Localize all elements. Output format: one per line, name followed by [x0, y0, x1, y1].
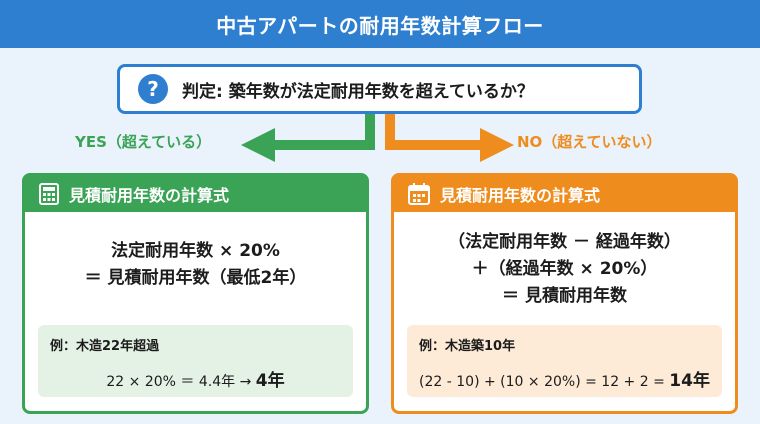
yes-arrow	[275, 114, 375, 150]
yes-formula-line: ＝ 見積耐用年数（最低2年）	[84, 268, 307, 288]
no-arrow	[385, 114, 480, 150]
no-example-result: 14年	[669, 371, 710, 391]
yes-example-title: 例：木造22年超過	[50, 339, 160, 354]
yes-formula: 法定耐用年数 × 20% ＝ 見積耐用年数（最低2年）	[25, 238, 366, 292]
no-example-expression: (22 - 10) + (10 × 20%) = 12 + 2 =	[419, 374, 670, 390]
yes-formula-line: 法定耐用年数 × 20%	[111, 241, 280, 261]
no-formula-box: 見積耐用年数の計算式 （法定耐用年数 － 経過年数） ＋（経過年数 × 20%）…	[391, 173, 738, 414]
no-example-title: 例：木造築10年	[419, 339, 516, 354]
calendar-icon	[408, 183, 430, 205]
decision-box: ? 判定: 築年数が法定耐用年数を超えているか？	[117, 64, 642, 114]
page-title-text: 中古アパートの耐用年数計算フロー	[216, 13, 544, 38]
question-mark-icon: ?	[138, 74, 168, 104]
no-formula: （法定耐用年数 － 経過年数） ＋（経過年数 × 20%） ＝ 見積耐用年数	[394, 229, 735, 310]
no-example: 例：木造築10年 (22 - 10) + (10 × 20%) = 12 + 2…	[407, 325, 722, 397]
no-formula-line: ＋（経過年数 × 20%）	[471, 259, 658, 279]
yes-example-expression: 22 × 20% ＝ 4.4年 →	[106, 374, 256, 390]
yes-example-calc: 22 × 20% ＝ 4.4年 → 4年	[50, 366, 341, 391]
yes-example: 例：木造22年超過 22 × 20% ＝ 4.4年 → 4年	[38, 325, 353, 397]
no-formula-line: （法定耐用年数 － 経過年数）	[448, 232, 681, 252]
no-example-calc: (22 - 10) + (10 × 20%) = 12 + 2 = 14年	[419, 366, 710, 391]
no-box-title: 見積耐用年数の計算式	[440, 186, 601, 205]
yes-formula-box: 見積耐用年数の計算式 法定耐用年数 × 20% ＝ 見積耐用年数（最低2年） 例…	[22, 173, 369, 414]
decision-text: 判定: 築年数が法定耐用年数を超えているか？	[182, 81, 534, 102]
calculator-icon	[39, 183, 59, 205]
no-arrow-head	[480, 128, 514, 162]
yes-example-result: 4年	[255, 371, 285, 391]
yes-box-title: 見積耐用年数の計算式	[69, 186, 230, 205]
yes-label: YES（超えている）	[75, 133, 212, 151]
no-formula-line: ＝ 見積耐用年数	[502, 286, 627, 306]
no-box-header: 見積耐用年数の計算式	[394, 176, 735, 212]
yes-arrow-head	[241, 128, 275, 162]
page-title: 中古アパートの耐用年数計算フロー	[0, 0, 760, 48]
no-label: NO（超えていない）	[517, 133, 662, 151]
yes-box-header: 見積耐用年数の計算式	[25, 176, 366, 212]
